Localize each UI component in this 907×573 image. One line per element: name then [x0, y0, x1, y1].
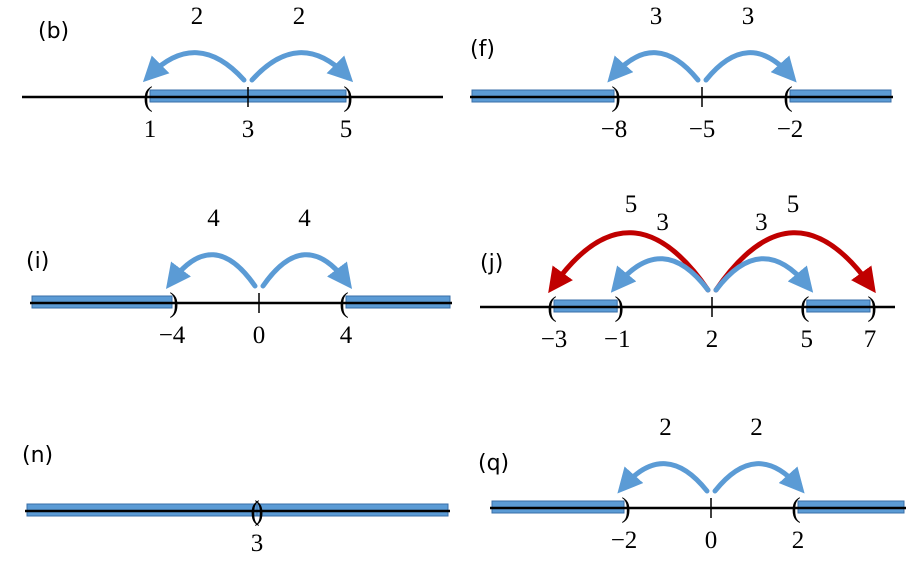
red-jump-arrow: [548, 230, 711, 294]
jump-distance-label: 2: [659, 414, 672, 441]
jump-distance-label: 3: [755, 209, 768, 236]
open-paren: (: [783, 82, 792, 113]
close-paren: ): [611, 82, 620, 113]
tick-label: 5: [801, 326, 814, 353]
open-paren: (: [791, 493, 800, 524]
tick-label: −4: [159, 322, 186, 349]
panel-q: (q)) ( −2 0 2 2 2: [478, 414, 906, 554]
panel-label: (b): [38, 19, 69, 44]
panel-i: (i)) ( −4 0 4 4 4: [26, 205, 452, 349]
open-paren: (: [250, 496, 259, 527]
jump-distance-label: 4: [207, 205, 220, 232]
panel-b: (b) () 1 3 5 2 2: [22, 3, 443, 143]
panel-n: (n))(3: [22, 443, 450, 557]
close-paren: ): [615, 292, 624, 323]
tick-label: 2: [792, 527, 805, 554]
blue-jump-arrow: [610, 256, 711, 293]
panel-label: (n): [22, 443, 53, 468]
blue-jump-arrow: [617, 461, 710, 494]
panel-label: (j): [480, 251, 503, 276]
blue-jump-arrow: [703, 50, 797, 83]
close-paren: ): [621, 493, 630, 524]
tick-label: 3: [251, 530, 264, 557]
blue-jump-arrow: [712, 461, 805, 494]
close-paren: ): [169, 288, 178, 319]
open-paren: (: [339, 288, 348, 319]
panel-label: (q): [478, 451, 509, 476]
blue-jump-arrow: [142, 50, 247, 83]
open-paren: (: [547, 292, 556, 323]
close-paren: ): [343, 82, 352, 113]
close-paren: ): [254, 496, 263, 527]
tick-label: −1: [604, 326, 631, 353]
red-jump-arrow: [713, 230, 876, 294]
jump-distance-label: 2: [293, 3, 306, 30]
tick-label: −8: [601, 116, 628, 143]
jump-distance-label: 4: [298, 205, 311, 232]
jump-distance-label: 3: [656, 209, 669, 236]
open-paren: (: [800, 292, 809, 323]
tick-label: 1: [144, 116, 157, 143]
panel-f: (f)) ( −8 −5 −2 3 3: [470, 3, 893, 143]
jump-distance-label: 5: [787, 191, 800, 218]
jump-distance-label: 2: [750, 414, 763, 441]
blue-jump-arrow: [607, 50, 701, 83]
jump-distance-label: 5: [625, 191, 638, 218]
open-paren: (: [143, 82, 152, 113]
tick-label: −5: [689, 116, 716, 143]
close-paren: ): [867, 292, 876, 323]
tick-label: −3: [541, 326, 568, 353]
tick-label: −2: [611, 527, 638, 554]
blue-jump-arrow: [713, 256, 814, 293]
jump-distance-label: 3: [742, 3, 755, 30]
tick-label: 0: [253, 322, 266, 349]
panel-label: (i): [26, 249, 49, 274]
jump-distance-label: 2: [191, 3, 204, 30]
tick-label: 3: [242, 116, 255, 143]
panel-label: (f): [470, 37, 495, 62]
blue-jump-arrow: [249, 50, 354, 83]
tick-label: 7: [864, 326, 877, 353]
tick-label: 2: [706, 326, 719, 353]
tick-label: −2: [777, 116, 804, 143]
tick-label: 0: [705, 527, 718, 554]
tick-label: 4: [340, 322, 353, 349]
tick-label: 5: [340, 116, 353, 143]
jump-distance-label: 3: [650, 3, 663, 30]
blue-jump-arrow: [260, 252, 353, 289]
blue-jump-arrow: [165, 252, 258, 289]
